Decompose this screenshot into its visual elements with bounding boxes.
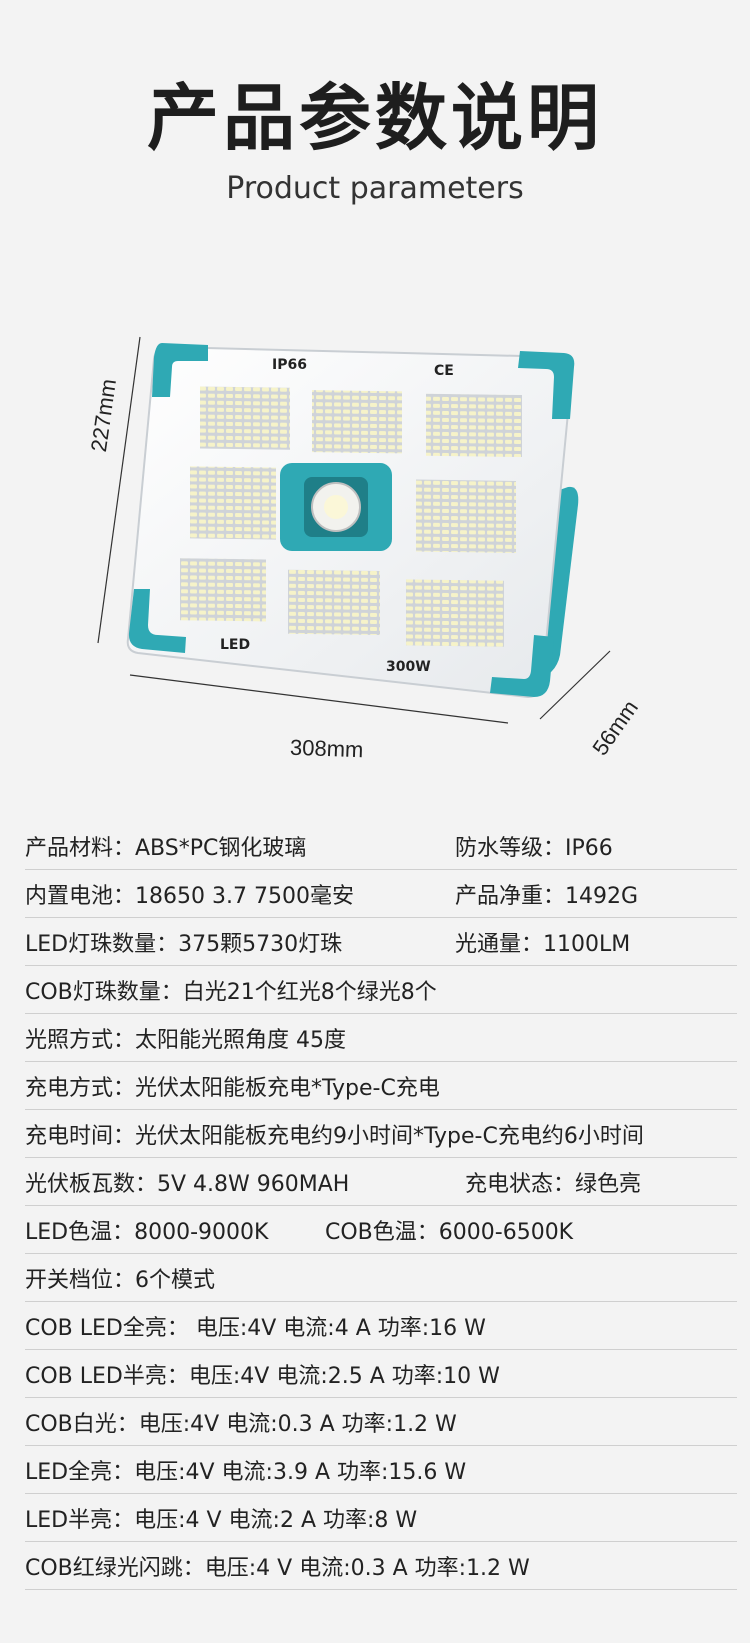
spec-cell: COB LED半亮：电压:4V 电流:2.5 A 功率:10 W — [25, 1363, 500, 1389]
spec-row: 内置电池：18650 3.7 7500毫安 产品净重：1492G — [25, 870, 737, 918]
width-dimension: 308mm — [289, 734, 364, 763]
spec-cell: COB灯珠数量：白光21个红光8个绿光8个 — [25, 979, 437, 1005]
spec-row: LED灯珠数量：375颗5730灯珠 光通量：1100LM — [25, 918, 737, 966]
spec-row: 充电时间：光伏太阳能板充电约9小时间*Type-C充电约6小时间 — [25, 1110, 737, 1158]
watt-label: 300W — [386, 659, 431, 675]
spec-row: LED色温：8000-9000K COB色温：6000-6500K — [25, 1206, 737, 1254]
spec-cell: COB LED全亮： 电压:4V 电流:4 A 功率:16 W — [25, 1315, 486, 1341]
spec-cell: 充电时间：光伏太阳能板充电约9小时间*Type-C充电约6小时间 — [25, 1123, 644, 1149]
spec-row: 产品材料：ABS*PC钢化玻璃 防水等级：IP66 — [25, 822, 737, 870]
spec-cell: COB白光：电压:4V 电流:0.3 A 功率:1.2 W — [25, 1411, 457, 1437]
spec-cell: 内置电池：18650 3.7 7500毫安 — [25, 883, 354, 909]
spec-cell: COB红绿光闪跳：电压:4 V 电流:0.3 A 功率:1.2 W — [25, 1555, 530, 1581]
spec-cell: 充电状态：绿色亮 — [465, 1171, 642, 1197]
spec-row: LED全亮：电压:4V 电流:3.9 A 功率:15.6 W — [25, 1446, 737, 1494]
spec-row: LED半亮：电压:4 V 电流:2 A 功率:8 W — [25, 1494, 737, 1542]
spec-cell: LED全亮：电压:4V 电流:3.9 A 功率:15.6 W — [25, 1459, 467, 1485]
spec-cell: LED灯珠数量：375颗5730灯珠 — [25, 931, 343, 957]
spec-cell: 充电方式：光伏太阳能板充电*Type-C充电 — [25, 1075, 440, 1101]
spec-cell: 产品材料：ABS*PC钢化玻璃 — [25, 835, 307, 861]
spec-cell: 光伏板瓦数：5V 4.8W 960MAH — [25, 1171, 350, 1197]
led-label: LED — [220, 637, 250, 653]
spec-cell: COB色温：6000-6500K — [325, 1219, 574, 1245]
spec-row: COB红绿光闪跳：电压:4 V 电流:0.3 A 功率:1.2 W — [25, 1542, 737, 1590]
ce-label: CE — [434, 363, 454, 379]
spec-cell: LED半亮：电压:4 V 电流:2 A 功率:8 W — [25, 1507, 418, 1533]
spec-row: COB LED半亮：电压:4V 电流:2.5 A 功率:10 W — [25, 1350, 737, 1398]
spec-cell: 产品净重：1492G — [455, 883, 639, 909]
spec-table: 产品材料：ABS*PC钢化玻璃 防水等级：IP66 内置电池：18650 3.7 7… — [25, 822, 737, 1590]
spec-cell: LED色温：8000-9000K — [25, 1219, 269, 1245]
spec-cell: 光照方式：太阳能光照角度 45度 — [25, 1027, 346, 1053]
page-subtitle: Product parameters — [226, 171, 524, 206]
spec-cell: 防水等级：IP66 — [455, 835, 613, 861]
spec-row: COB灯珠数量：白光21个红光8个绿光8个 — [25, 966, 737, 1014]
spec-row: COB白光：电压:4V 电流:0.3 A 功率:1.2 W — [25, 1398, 737, 1446]
page-title: 产品参数说明 — [146, 76, 603, 160]
spec-cell: 光通量：1100LM — [455, 931, 631, 957]
spec-row: 充电方式：光伏太阳能板充电*Type-C充电 — [25, 1062, 737, 1110]
spec-row: 开关档位：6个模式 — [25, 1254, 737, 1302]
ip-label: IP66 — [272, 357, 307, 373]
spec-cell: 开关档位：6个模式 — [25, 1267, 215, 1293]
spec-row: 光伏板瓦数：5V 4.8W 960MAH 充电状态：绿色亮 — [25, 1158, 737, 1206]
spec-row: 光照方式：太阳能光照角度 45度 — [25, 1014, 737, 1062]
flood-light-image: IP66 CE LED 300W — [97, 336, 611, 724]
spec-row: COB LED全亮： 电压:4V 电流:4 A 功率:16 W — [25, 1302, 737, 1350]
